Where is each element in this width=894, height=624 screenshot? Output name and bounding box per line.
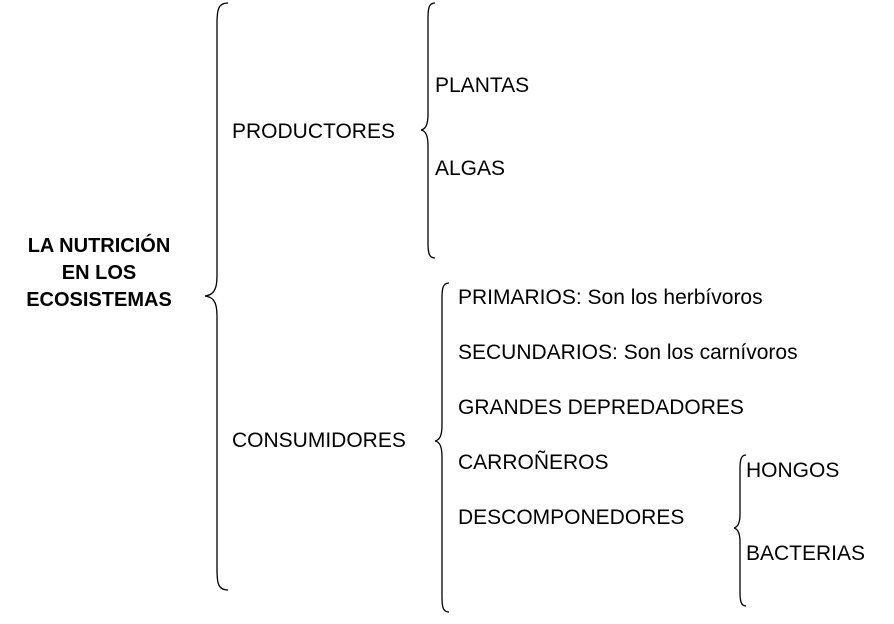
consumidores-item-descomponedores: DESCOMPONEDORES bbox=[458, 506, 685, 529]
consumidores-label: CONSUMIDORES bbox=[232, 429, 406, 452]
descomponedores-item-bacterias: BACTERIAS bbox=[746, 542, 866, 565]
consumidores-item-primarios: PRIMARIOS: Son los herbívoros bbox=[458, 286, 763, 309]
root-line-3: ECOSISTEMAS bbox=[26, 289, 172, 311]
productores-brace bbox=[420, 2, 436, 259]
root-concept: LA NUTRICIÓN EN LOS ECOSISTEMAS bbox=[8, 233, 190, 314]
consumidores-item-carroneros: CARROÑEROS bbox=[458, 451, 609, 474]
main-brace bbox=[204, 2, 229, 591]
root-line-1: LA NUTRICIÓN bbox=[27, 235, 171, 257]
root-line-2: EN LOS bbox=[61, 262, 137, 284]
productores-item-plantas: PLANTAS bbox=[435, 74, 530, 97]
consumidores-brace bbox=[434, 282, 450, 613]
consumidores-item-secundarios: SECUNDARIOS: Son los carnívoros bbox=[458, 341, 798, 364]
descomponedores-brace bbox=[733, 454, 747, 607]
productores-item-algas: ALGAS bbox=[435, 157, 506, 180]
consumidores-item-grandes-depredadores: GRANDES DEPREDADORES bbox=[458, 396, 744, 419]
productores-label: PRODUCTORES bbox=[232, 120, 395, 143]
descomponedores-item-hongos: HONGOS bbox=[746, 459, 840, 482]
